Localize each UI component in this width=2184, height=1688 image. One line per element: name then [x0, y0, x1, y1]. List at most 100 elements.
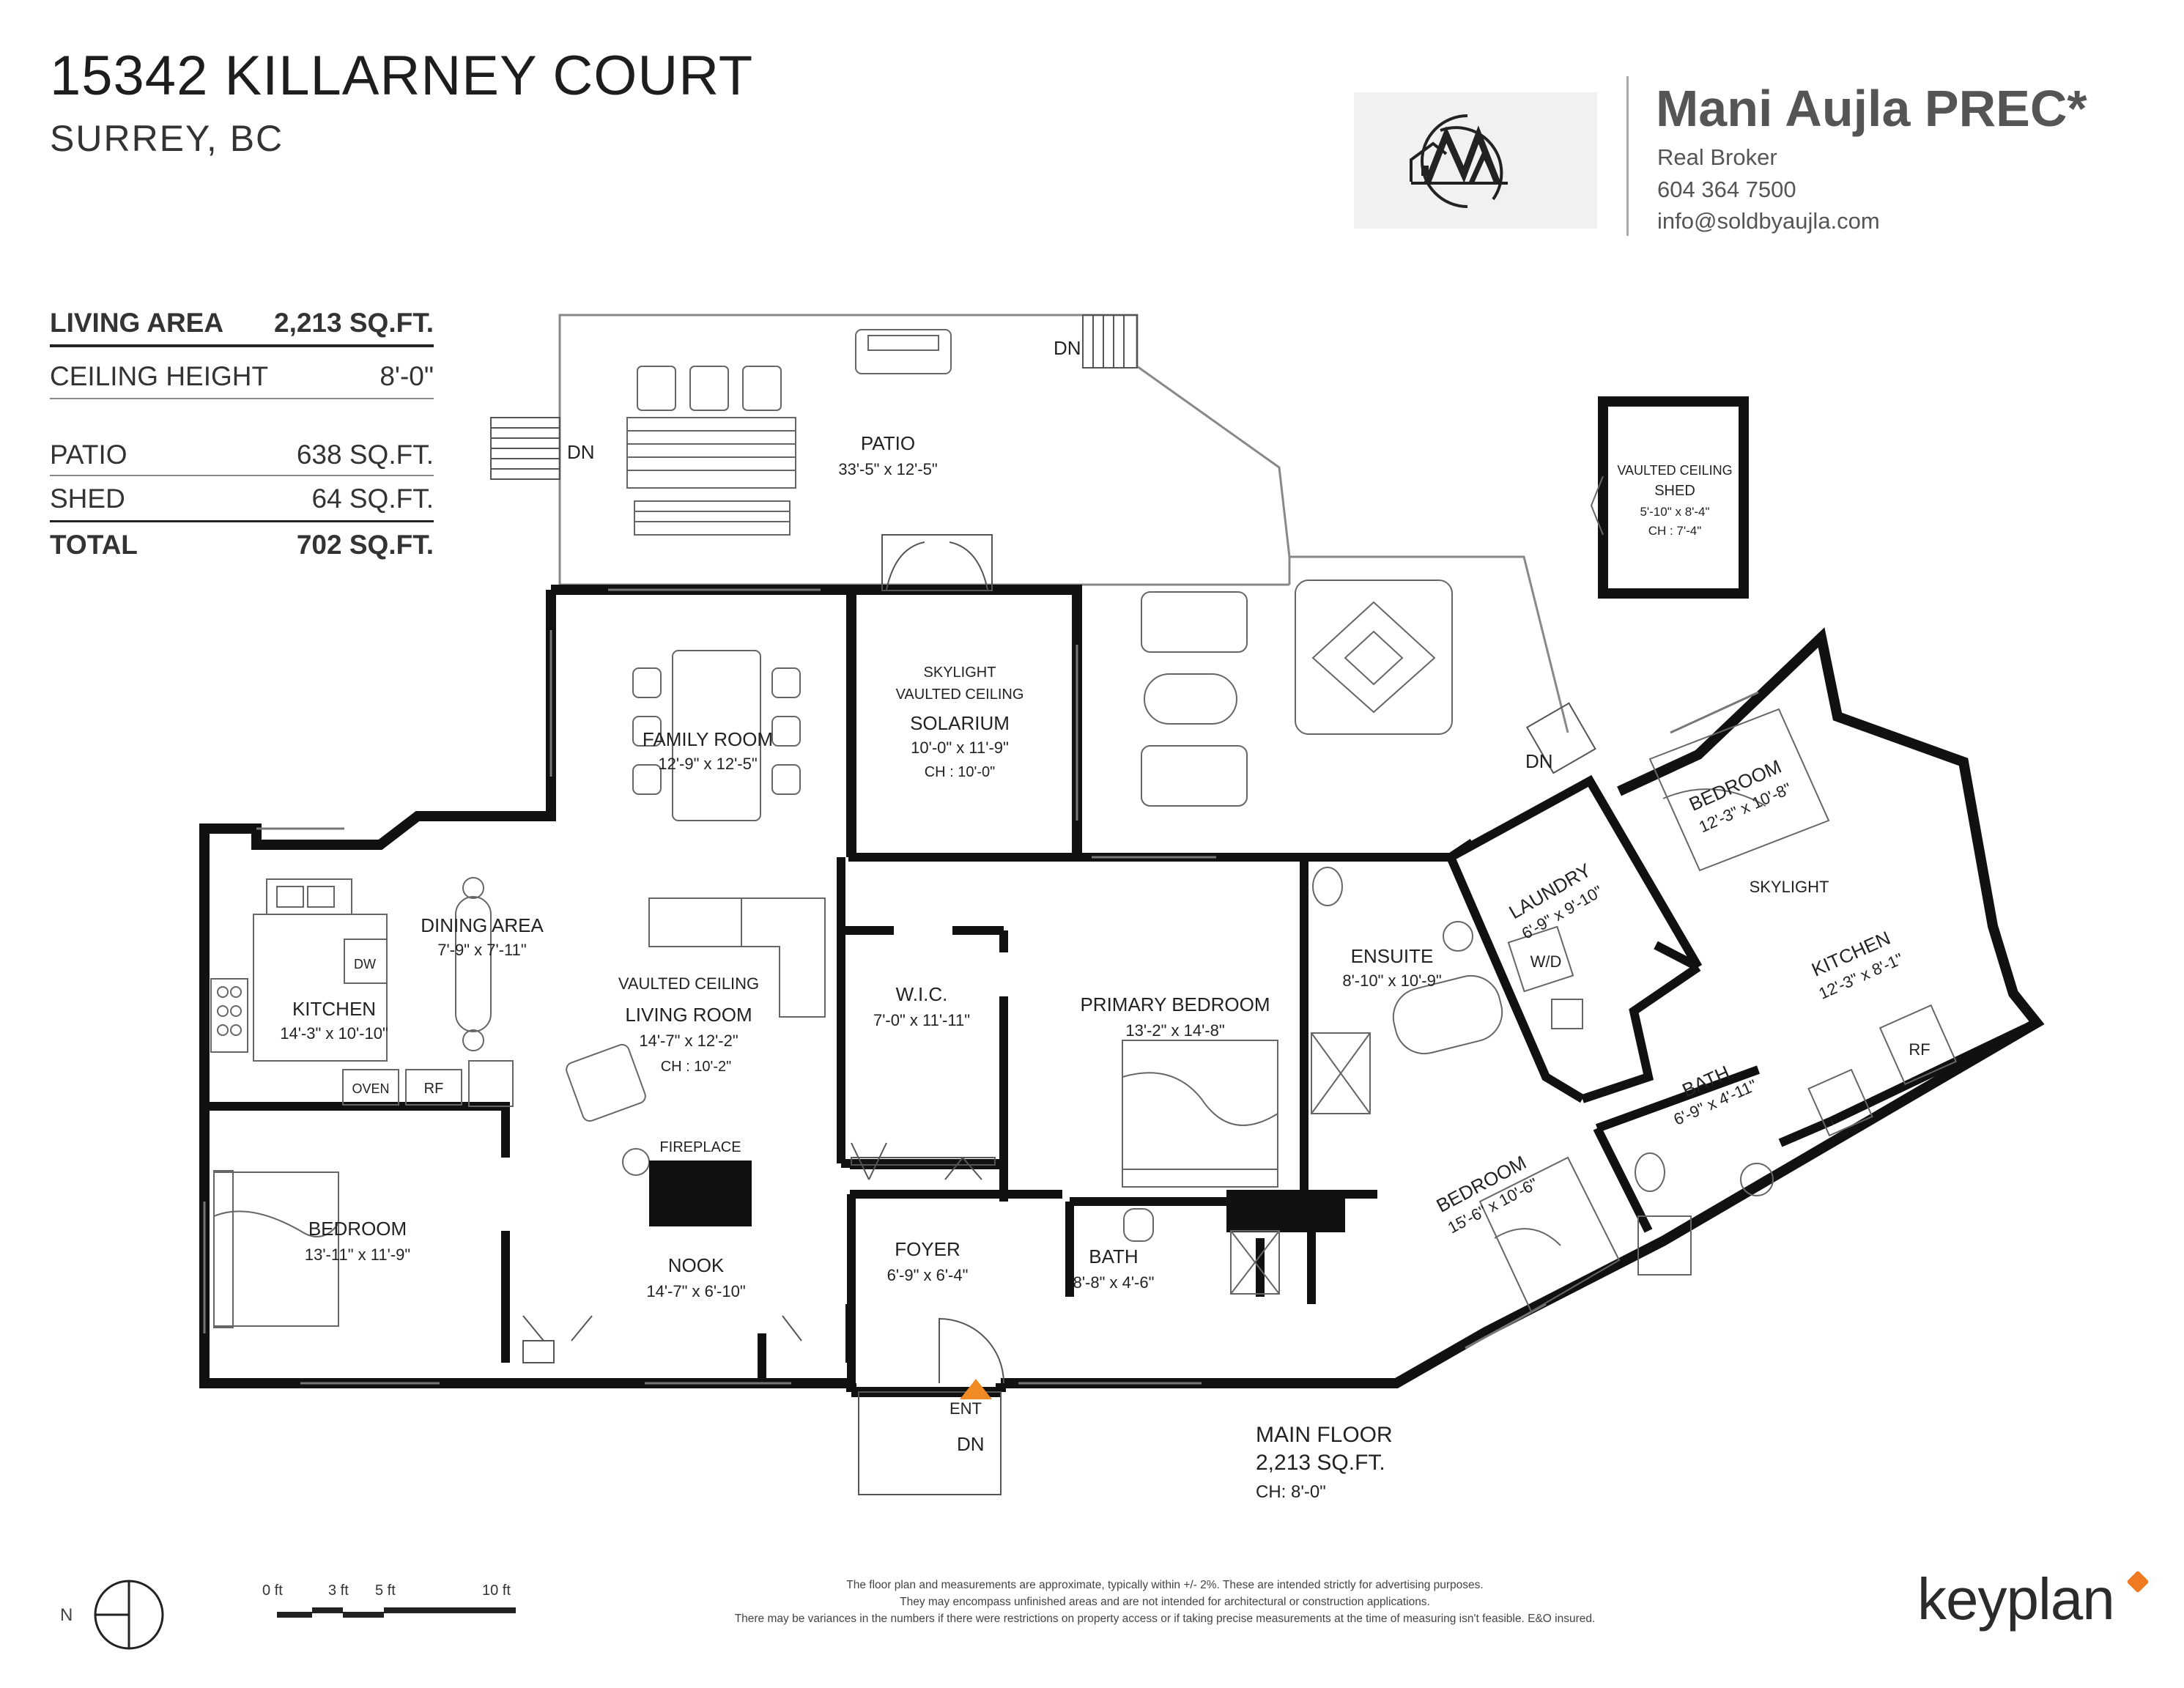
laundry-fixtures — [1507, 925, 1583, 1029]
patio-furniture — [626, 329, 1453, 807]
property-city: SURREY, BC — [50, 118, 284, 159]
nook-name: NOOK — [668, 1254, 725, 1276]
divider — [50, 520, 434, 522]
keyplan-logo: keyplan — [1917, 1566, 2115, 1632]
closet-doors — [522, 1142, 996, 1363]
stat-value: 702 SQ.FT. — [296, 530, 434, 560]
disclaimer-line: They may encompass unfinished areas and … — [900, 1596, 1430, 1608]
sofa — [648, 897, 826, 1018]
dining-area-name: DINING AREA — [421, 914, 544, 936]
divider — [50, 344, 434, 347]
kitchen-east-fixtures — [1807, 1004, 1958, 1137]
exterior-walls — [199, 585, 2045, 1397]
ensuite-dims: 8'-10" x 10'-9" — [1342, 971, 1441, 990]
kitchen-name: KITCHEN — [292, 998, 376, 1020]
stat-total: TOTAL 702 SQ.FT. — [50, 530, 434, 560]
divider — [50, 475, 434, 476]
windows — [203, 588, 1759, 1385]
wic-dims: 7'-0" x 11'-11" — [873, 1011, 970, 1029]
stat-label: TOTAL — [50, 530, 138, 560]
scale-label-3: 3 ft — [328, 1582, 349, 1599]
solarium-ch: CH : 10'-0" — [925, 764, 996, 780]
entry-door — [858, 1317, 1004, 1495]
floor-ch: CH: 8'-0" — [1256, 1482, 1326, 1502]
bedroom-west-name: BEDROOM — [308, 1218, 407, 1240]
dining-set — [632, 650, 801, 821]
bed-ne — [1648, 708, 1830, 872]
rf2-label: RF — [1909, 1040, 1930, 1059]
stat-patio: PATIO 638 SQ.FT. — [50, 440, 434, 470]
agent-email[interactable]: info@soldbyaujla.com — [1657, 208, 1880, 234]
patio-outline — [558, 314, 1569, 733]
scale-bar — [277, 1607, 516, 1618]
bed-se — [1478, 1156, 1621, 1313]
stat-value: 638 SQ.FT. — [296, 440, 434, 470]
agent-phone[interactable]: 604 364 7500 — [1657, 177, 1796, 202]
bath-center-name: BATH — [1089, 1245, 1138, 1267]
interior-walls — [204, 774, 2039, 1383]
primary-bedroom-dims: 13'-2" x 14'-8" — [1125, 1021, 1224, 1040]
property-address: 15342 KILLARNEY COURT — [50, 45, 754, 107]
disclaimer-line: The floor plan and measurements are appr… — [846, 1579, 1484, 1591]
fireplace-label: FIREPLACE — [659, 1139, 741, 1155]
family-room-name: FAMILY ROOM — [643, 728, 773, 750]
north-label: N — [60, 1605, 73, 1625]
dn-label-nw: DN — [567, 441, 595, 463]
agent-divider — [1626, 76, 1629, 236]
ensuite-name: ENSUITE — [1351, 945, 1434, 967]
kitchen-dims: 14'-3" x 10'-10" — [280, 1024, 388, 1043]
shed-note: VAULTED CEILING — [1617, 463, 1732, 478]
north-arrow-icon — [94, 1580, 164, 1650]
bath-center-dims: 8'-8" x 4'-6" — [1073, 1273, 1155, 1292]
stat-label: CEILING HEIGHT — [50, 361, 269, 391]
entry-marker — [960, 1379, 992, 1399]
solarium-doors — [881, 534, 993, 591]
scale-label-0: 0 ft — [262, 1582, 283, 1599]
foyer-name: FOYER — [895, 1238, 960, 1260]
patio-stairs-e — [1525, 702, 1596, 774]
bedroom-west-dims: 13'-11" x 11'-9" — [305, 1245, 410, 1264]
solarium-note1: SKYLIGHT — [924, 665, 996, 681]
living-room-dims: 14'-7" x 12'-2" — [639, 1032, 738, 1050]
patio-name: PATIO — [861, 432, 915, 454]
ent-label: ENT — [950, 1399, 982, 1418]
agent-brokerage: Real Broker — [1657, 144, 1777, 170]
bath-center-fixtures — [1123, 1208, 1280, 1295]
family-room-dims: 12'-9" x 12'-5" — [658, 755, 757, 773]
patio-stairs-ne — [1082, 314, 1138, 369]
bed-west — [213, 1170, 339, 1328]
scale-label-5: 5 ft — [375, 1582, 396, 1599]
rf-label: RF — [424, 1081, 444, 1097]
agent-logo — [1354, 92, 1597, 229]
dw-label: DW — [354, 957, 376, 971]
dining-area-dims: 7'-9" x 7'-11" — [437, 941, 526, 959]
solarium-name: SOLARIUM — [910, 712, 1010, 734]
living-room-name: LIVING ROOM — [625, 1004, 752, 1026]
shed-name: SHED — [1654, 483, 1695, 499]
dn-label-ne: DN — [1054, 337, 1081, 359]
kitchen-west-fixtures — [210, 878, 514, 1107]
nook-dims: 14'-7" x 6'-10" — [646, 1282, 745, 1300]
living-note: VAULTED CEILING — [618, 974, 759, 993]
floor-name: MAIN FLOOR — [1256, 1423, 1393, 1447]
stat-label: SHED — [50, 484, 125, 514]
wic-name: W.I.C. — [896, 983, 948, 1005]
stat-label: LIVING AREA — [50, 308, 224, 338]
armchair — [566, 1043, 650, 1176]
bed-primary — [1122, 1040, 1278, 1188]
patio-stairs-nw — [490, 417, 560, 480]
shed — [1590, 396, 1749, 599]
stat-shed: SHED 64 SQ.FT. — [50, 484, 434, 514]
dn-label-entry: DN — [957, 1433, 985, 1455]
oven-label: OVEN — [352, 1081, 389, 1096]
divider — [50, 398, 434, 399]
solarium-dims: 10'-0" x 11'-9" — [911, 738, 1009, 757]
floor-area: 2,213 SQ.FT. — [1256, 1451, 1385, 1475]
stat-value: 64 SQ.FT. — [311, 484, 434, 514]
stat-ceiling: CEILING HEIGHT 8'-0" — [50, 361, 434, 392]
wd-label: W/D — [1530, 952, 1562, 971]
stat-living-area: LIVING AREA 2,213 SQ.FT. — [50, 308, 434, 338]
dn-label-e: DN — [1525, 750, 1553, 772]
agent-name: Mani Aujla PREC* — [1656, 80, 2087, 137]
